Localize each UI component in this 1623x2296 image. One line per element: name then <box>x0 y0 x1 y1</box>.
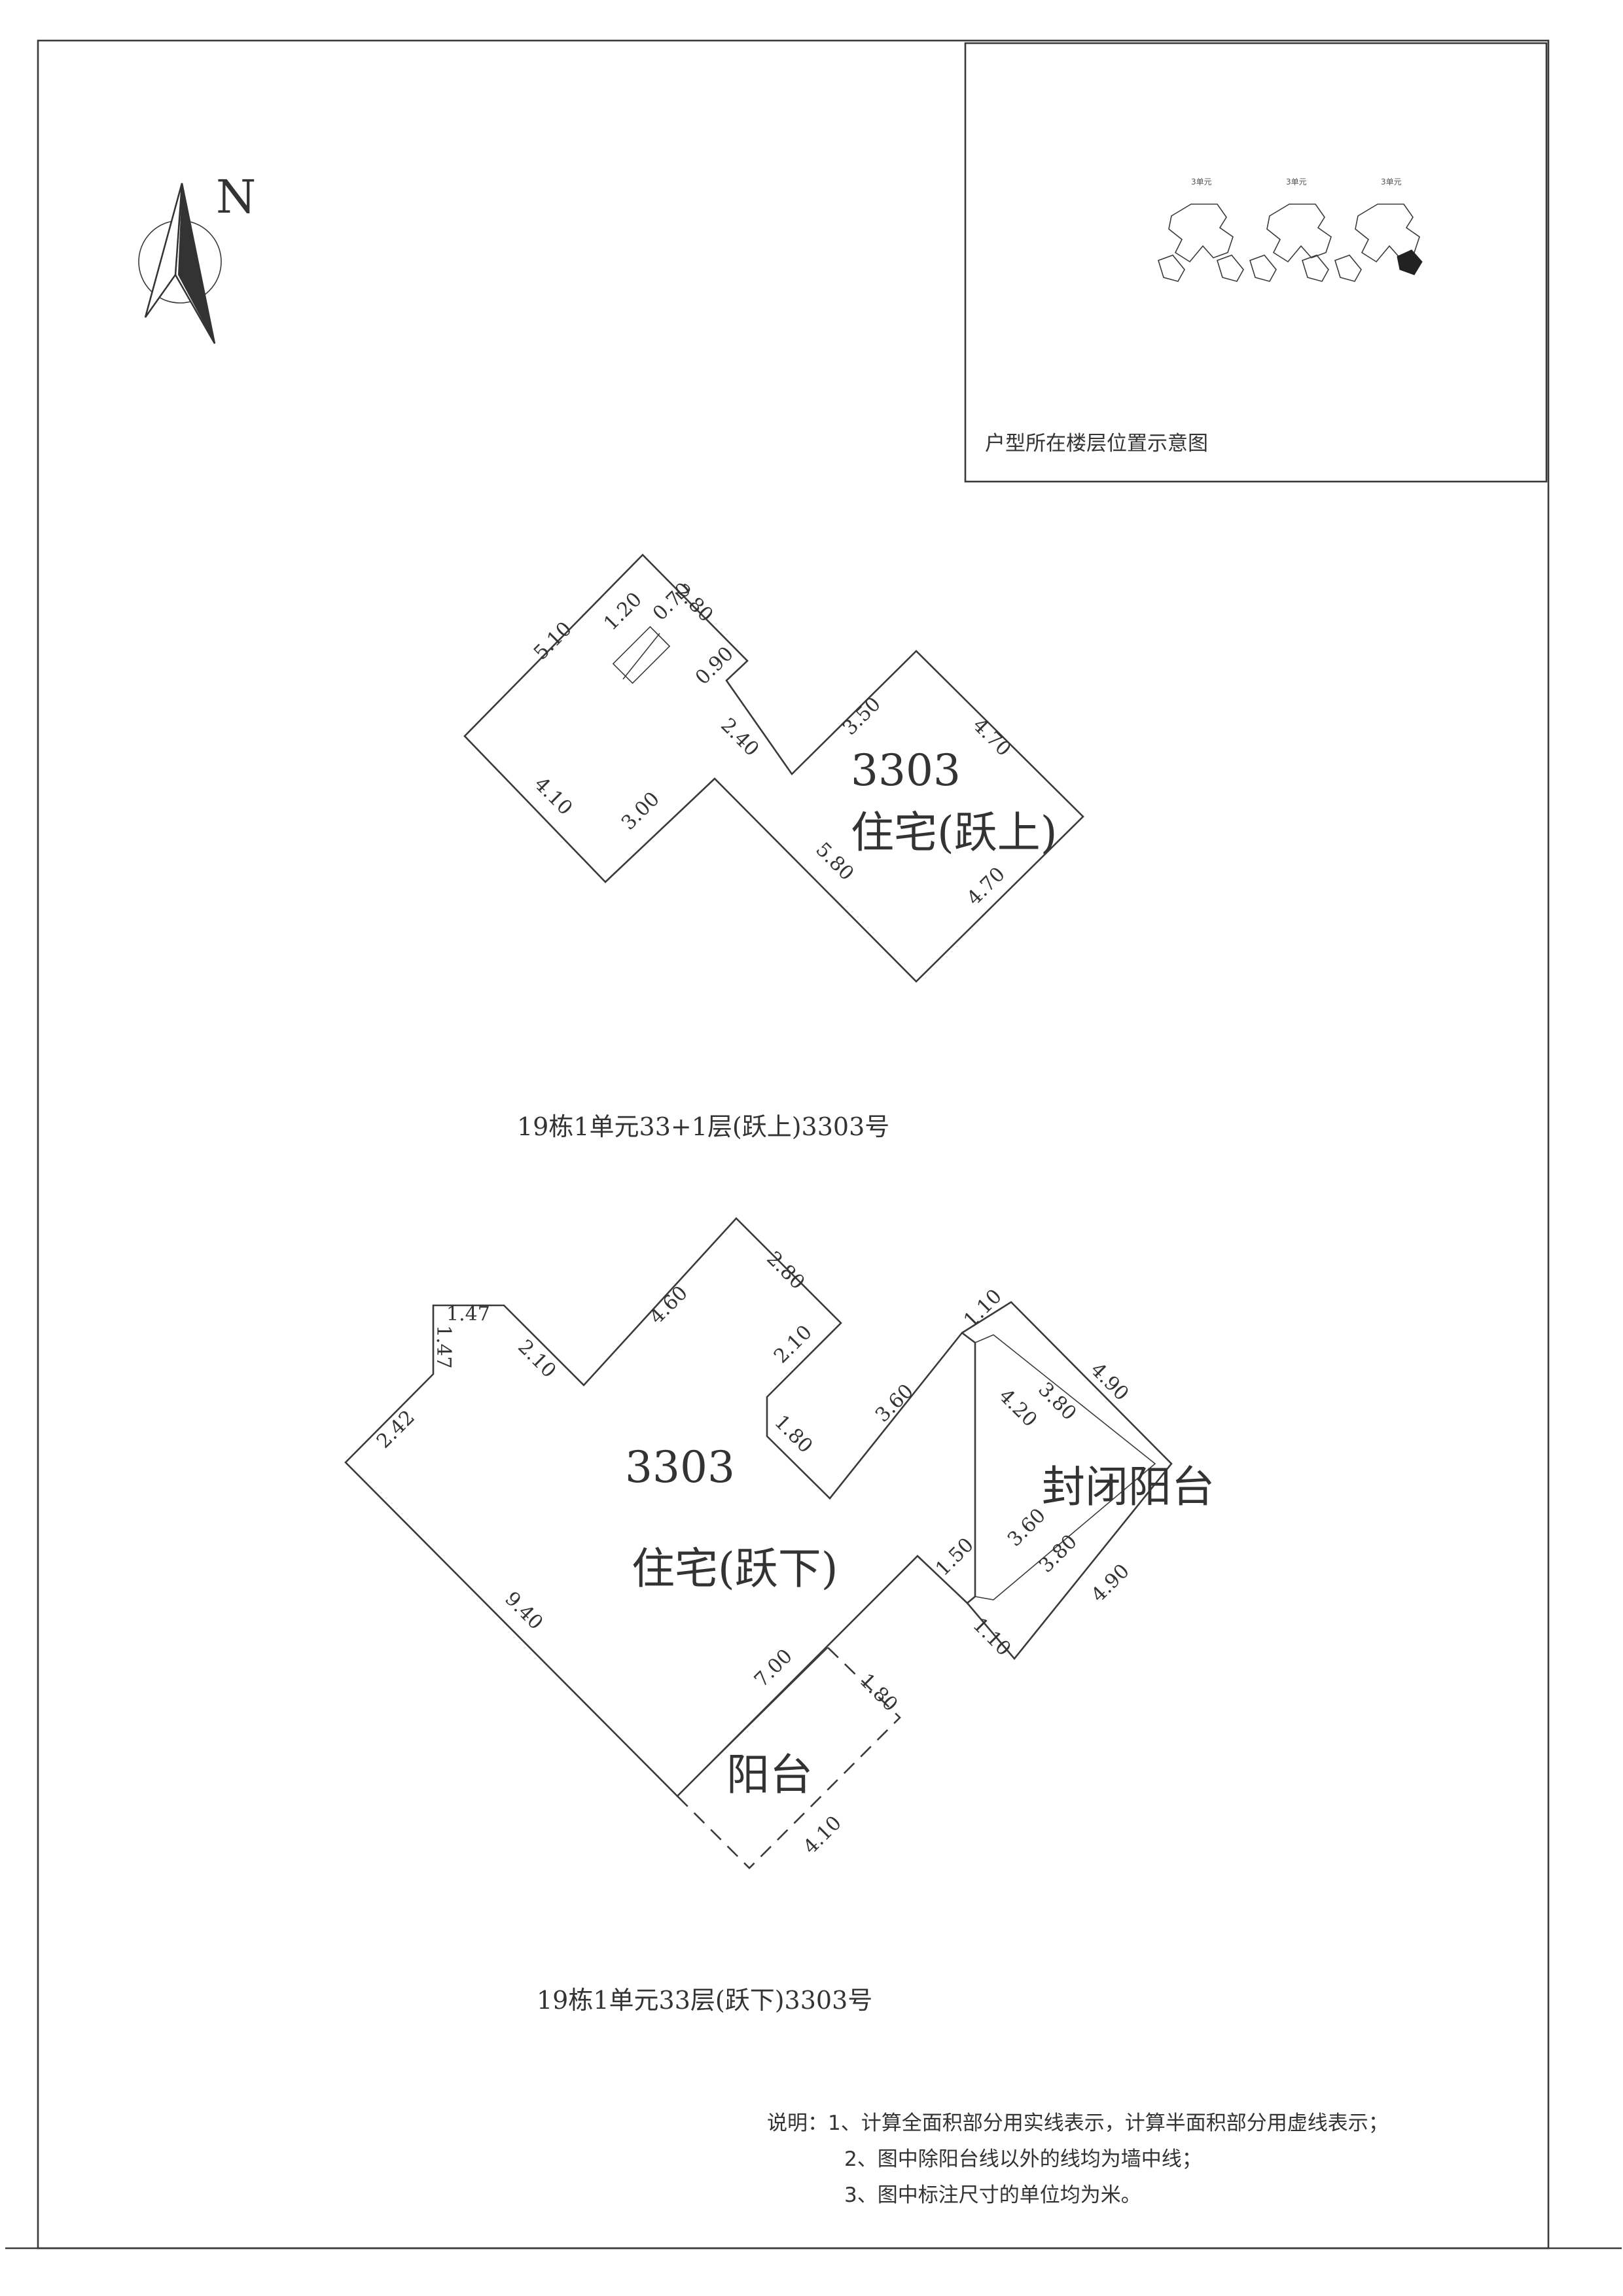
upper-unit-usage: 住宅(跃上) <box>851 807 1058 858</box>
lower-plan-outline <box>344 1217 976 1797</box>
location-box-title: 户型所在楼层位置示意图 <box>985 432 1208 455</box>
dim-label: 4.70 <box>968 714 1015 761</box>
page-frame <box>37 39 1550 2250</box>
upper-plan-caption: 19栋1单元33+1层(跃上)3303号 <box>517 1112 889 1141</box>
enclosed-balcony-label: 封闭阳台 <box>1042 1462 1215 1512</box>
dim-label: 2.80 <box>762 1247 809 1294</box>
balcony-wall-line <box>677 1647 829 1797</box>
stair-opening <box>612 626 671 684</box>
north-arrow-icon: N <box>138 170 256 344</box>
dim-label: 4.70 <box>963 863 1010 910</box>
dim-label: 4.90 <box>1087 1560 1134 1607</box>
dim-label: 3.80 <box>1033 1378 1080 1425</box>
dim-label: 1.47 <box>432 1325 455 1369</box>
open-balcony-dashed-outline <box>677 1647 901 1869</box>
enclosed-balcony-inner-line <box>974 1334 1156 1600</box>
dim-label: 2.10 <box>513 1335 560 1383</box>
notes-block: 说明：1、计算全面积部分用实线表示，计算半面积部分用虚线表示； 2、图中除阳台线… <box>767 2111 1389 2207</box>
location-box-frame <box>964 42 1548 483</box>
dim-label: 3.50 <box>838 693 885 740</box>
lower-unit-usage: 住宅(跃下) <box>632 1544 838 1594</box>
dim-label: 2.10 <box>770 1321 817 1368</box>
dim-label: 3.00 <box>617 788 664 835</box>
dim-label: 3.60 <box>871 1380 918 1427</box>
note-line-3: 3、图中标注尺寸的单位均为米。 <box>844 2183 1141 2207</box>
balcony-label: 阳台 <box>726 1750 813 1800</box>
dim-label: 1.80 <box>855 1669 902 1716</box>
dim-label: 3.80 <box>1035 1530 1082 1578</box>
location-inset: 3单元 3单元 3单元 户型所在楼层位置示意图 <box>964 42 1548 483</box>
note-line-2: 2、图中除阳台线以外的线均为墙中线； <box>844 2147 1202 2171</box>
lower-floor-plan: 1.47 1.47 2.10 4.60 2.80 2.10 1.80 3.60 … <box>344 1217 1215 1869</box>
upper-floor-plan: 5.10 1.20 0.70 2.80 0.90 2.40 3.50 4.70 … <box>463 554 1084 983</box>
lower-unit-number: 3303 <box>625 1442 735 1492</box>
dim-label: 4.90 <box>1086 1358 1133 1405</box>
stair-diagonal <box>622 633 660 680</box>
dim-label: 4.10 <box>799 1812 846 1859</box>
dim-label: 2.42 <box>372 1406 419 1453</box>
dim-label: 4.10 <box>529 773 577 820</box>
upper-plan-outline <box>463 554 1084 983</box>
lower-plan-caption: 19栋1单元33层(跃下)3303号 <box>537 1986 872 2015</box>
building-layout-thumbnail <box>1158 203 1420 282</box>
dim-label: 5.10 <box>529 618 577 665</box>
dim-label: 1.10 <box>959 1285 1007 1332</box>
thumb-label-2: 3单元 <box>1286 177 1307 186</box>
dim-label: 1.50 <box>931 1534 978 1581</box>
thumb-label-3: 3单元 <box>1381 177 1402 186</box>
dim-label: 2.40 <box>716 714 763 761</box>
dim-label: 4.20 <box>994 1385 1041 1432</box>
upper-unit-number: 3303 <box>851 745 961 796</box>
north-letter: N <box>216 170 256 224</box>
dim-label: 1.80 <box>770 1411 817 1458</box>
note-line-1: 说明：1、计算全面积部分用实线表示，计算半面积部分用虚线表示； <box>767 2111 1389 2135</box>
dim-label: 9.40 <box>500 1587 547 1634</box>
dim-label: 4.60 <box>645 1282 692 1329</box>
highlighted-unit-marker <box>1397 249 1423 275</box>
thumb-label-1: 3单元 <box>1191 177 1212 186</box>
dim-label: 1.47 <box>446 1303 490 1326</box>
dim-label: 0.90 <box>691 643 738 690</box>
enclosed-balcony-outline <box>961 1301 1173 1661</box>
dim-label: 1.20 <box>599 588 647 635</box>
dim-label: 1.10 <box>968 1614 1015 1661</box>
